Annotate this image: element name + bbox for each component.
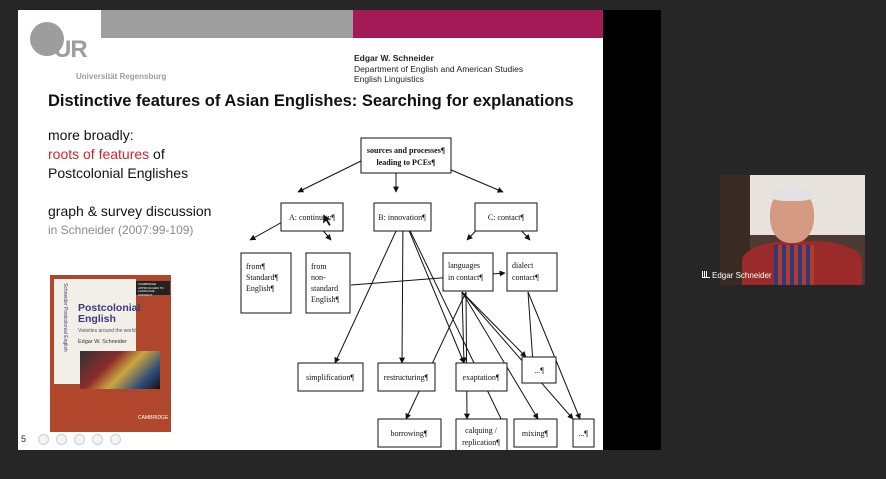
header-bar-grey <box>101 10 353 38</box>
author-block: Edgar W. Schneider Department of English… <box>354 53 523 85</box>
node-dialect-2: contact¶ <box>512 273 539 282</box>
prev-slide-icon[interactable] <box>38 434 49 445</box>
node-exaptation: exaptation¶ <box>463 373 500 382</box>
signal-bars-icon <box>702 271 710 278</box>
node-calquing-2: replication¶ <box>462 438 500 447</box>
node-restructuring: restructuring¶ <box>384 373 429 382</box>
book-series-badge: CAMBRIDGE APPROACHES TO LANGUAGE CONTACT <box>136 281 170 296</box>
book-spine: Schneider Postcolonial English <box>56 283 70 383</box>
slides-grid-icon[interactable] <box>74 434 85 445</box>
book-subtitle: Varieties around the world <box>78 328 136 334</box>
slide-title: Distinctive features of Asian Englishes:… <box>48 92 574 110</box>
slide-black-margin <box>603 10 661 450</box>
university-name: Universität Regensburg <box>76 72 167 81</box>
text-line-4: graph & survey discussion <box>48 203 212 219</box>
node-innovation: B: innovation¶ <box>378 213 426 222</box>
book-publisher: CAMBRIDGE <box>138 415 169 421</box>
node-languages-1: languages <box>448 261 480 270</box>
mouse-cursor-icon <box>322 213 333 227</box>
book-title-1: Postcolonial <box>78 302 141 314</box>
participant-shirt <box>774 245 814 285</box>
book-photo <box>80 351 160 389</box>
more-options-icon[interactable] <box>110 434 121 445</box>
slide-page-number: 5 <box>21 434 27 444</box>
text-line-3: Postcolonial Englishes <box>48 165 189 181</box>
node-continuity: A: continuity¶ <box>289 213 335 222</box>
node-simplification: simplification¶ <box>306 373 354 382</box>
node-calquing-1: calquing / <box>465 426 498 435</box>
node-contact: C: contact¶ <box>488 213 525 222</box>
logo-text: UR <box>54 36 88 63</box>
node-from-nonstandard-3: standard <box>311 284 338 293</box>
book-series-text: CAMBRIDGE APPROACHES TO LANGUAGE CONTACT <box>138 282 164 297</box>
node-from-standard-2: Standard¶ <box>246 273 278 282</box>
pen-tool-icon[interactable] <box>56 434 67 445</box>
node-mixing: mixing¶ <box>522 429 549 438</box>
participant-video[interactable] <box>720 175 865 285</box>
node-from-standard-3: English¶ <box>246 284 274 293</box>
node-languages-2: in contact¶ <box>448 273 483 282</box>
text-of: of <box>149 146 165 162</box>
flow-diagram: sources and processes¶ leading to PCEs¶ … <box>240 137 595 450</box>
node-from-standard-1: from¶ <box>246 262 266 271</box>
diagram-boxes <box>240 137 595 450</box>
participant-hair <box>772 187 812 201</box>
text-line-1: more broadly: <box>48 127 134 143</box>
node-ellipsis-2: ...¶ <box>578 429 588 438</box>
zoom-icon[interactable] <box>92 434 103 445</box>
node-ellipsis-1: ...¶ <box>534 366 544 375</box>
presentation-slide: UR Universität Regensburg Edgar W. Schne… <box>18 10 603 450</box>
node-root-line1: sources and processes¶ <box>367 146 445 155</box>
book-title-2: English <box>78 313 116 325</box>
participant-name: Edgar Schneider <box>712 271 772 280</box>
book-cover-image: CAMBRIDGE APPROACHES TO LANGUAGE CONTACT… <box>50 275 171 432</box>
node-borrowing: borrowing¶ <box>391 429 428 438</box>
diagram-labels: sources and processes¶ leading to PCEs¶ … <box>246 146 588 447</box>
node-dialect-1: dialect <box>512 261 534 270</box>
header-bar-red <box>353 10 603 38</box>
node-from-nonstandard-4: English¶ <box>311 295 339 304</box>
node-from-nonstandard-1: from <box>311 262 327 271</box>
book-author: Edgar W. Schneider <box>78 339 127 345</box>
text-line-2: roots of features of <box>48 145 211 164</box>
node-from-nonstandard-2: non- <box>311 273 326 282</box>
participant-name-label: Edgar Schneider <box>702 271 772 280</box>
book-title: Postcolonial English <box>78 303 140 325</box>
author-name: Edgar W. Schneider <box>354 53 434 63</box>
node-root-line2: leading to PCEs¶ <box>377 158 436 167</box>
subdepartment: English Linguistics <box>354 74 424 84</box>
university-logo <box>30 22 64 56</box>
text-red-phrase: roots of features <box>48 146 150 162</box>
book-spine-text: Schneider Postcolonial English <box>62 283 68 352</box>
slide-body-text: more broadly: roots of features of Postc… <box>48 126 211 240</box>
department: Department of English and American Studi… <box>354 63 524 74</box>
citation: in Schneider (2007:99-109) <box>48 223 194 237</box>
